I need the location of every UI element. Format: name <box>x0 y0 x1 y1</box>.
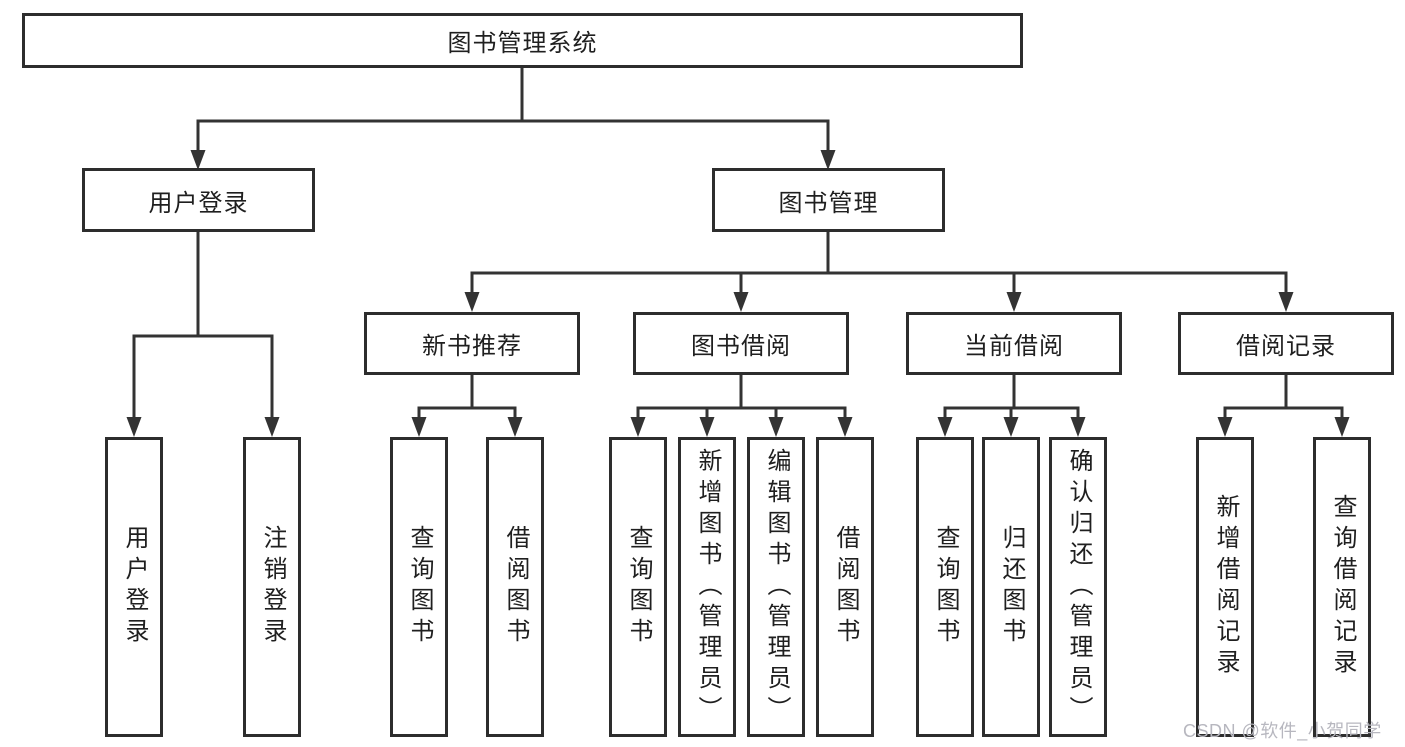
arrowhead <box>768 417 784 437</box>
node-borrow-records: 借阅记录 <box>1178 312 1394 375</box>
node-new-book-recommend: 新书推荐 <box>364 312 580 375</box>
arrowhead <box>1006 292 1022 312</box>
leaf-confirm-return: 确认归还（管理员） <box>1049 437 1107 737</box>
leaf-query-record: 查询借阅记录 <box>1313 437 1371 737</box>
arrowhead <box>1217 417 1233 437</box>
arrowhead <box>190 150 206 170</box>
leaf-borrow-add-book: 新增图书（管理员） <box>678 437 736 737</box>
connector-user-login-split <box>132 230 274 421</box>
arrowhead <box>1003 417 1019 437</box>
arrowhead <box>1278 292 1294 312</box>
connector-book-management-split <box>470 230 1288 296</box>
node-current-borrow: 当前借阅 <box>906 312 1122 375</box>
arrowhead <box>264 417 280 437</box>
arrowhead <box>699 417 715 437</box>
leaf-return-book-label: 归还图书 <box>998 525 1025 649</box>
node-user-login: 用户登录 <box>82 168 315 232</box>
leaf-logout-label: 注销登录 <box>259 525 286 649</box>
leaf-user-login: 用户登录 <box>105 437 163 737</box>
arrowhead <box>630 417 646 437</box>
leaf-add-record-label: 新增借阅记录 <box>1212 494 1239 680</box>
leaf-borrow-edit-book: 编辑图书（管理员） <box>747 437 805 737</box>
arrowhead <box>1334 417 1350 437</box>
node-user-login-label: 用户登录 <box>148 189 249 217</box>
csdn-watermark: CSDN @软件_小贺同学 <box>1183 721 1382 741</box>
arrowhead <box>937 417 953 437</box>
arrowhead <box>837 417 853 437</box>
leaf-add-record: 新增借阅记录 <box>1196 437 1254 737</box>
node-book-borrow-label: 图书借阅 <box>691 333 791 360</box>
leaf-borrow-book-label: 借阅图书 <box>832 525 859 649</box>
node-current-borrow-label: 当前借阅 <box>964 333 1064 360</box>
arrowhead <box>820 150 836 170</box>
leaf-query-record-label: 查询借阅记录 <box>1329 494 1356 680</box>
leaf-newbook-query-label: 查询图书 <box>406 525 433 649</box>
leaf-borrow-query: 查询图书 <box>609 437 667 737</box>
leaf-borrow-query-label: 查询图书 <box>625 525 652 649</box>
connector-book-borrow-split <box>636 373 847 421</box>
arrowhead <box>464 292 480 312</box>
connector-root-split <box>196 66 830 154</box>
arrowhead <box>411 417 427 437</box>
leaf-current-query: 查询图书 <box>916 437 974 737</box>
arrowhead <box>733 292 749 312</box>
node-new-book-recommend-label: 新书推荐 <box>422 333 522 360</box>
arrowhead <box>507 417 523 437</box>
leaf-return-book: 归还图书 <box>982 437 1040 737</box>
leaf-confirm-return-label: 确认归还（管理员） <box>1065 447 1092 727</box>
leaf-borrow-book: 借阅图书 <box>816 437 874 737</box>
node-book-borrow: 图书借阅 <box>633 312 849 375</box>
leaf-borrow-add-book-label: 新增图书（管理员） <box>694 447 721 727</box>
leaf-user-login-label: 用户登录 <box>121 525 148 649</box>
connector-current-borrow-split <box>943 373 1080 421</box>
leaf-current-query-label: 查询图书 <box>932 525 959 649</box>
connector-borrow-records-split <box>1223 373 1344 421</box>
node-book-management-label: 图书管理 <box>778 189 879 217</box>
node-root-label: 图书管理系统 <box>447 30 598 57</box>
leaf-newbook-borrow-label: 借阅图书 <box>502 525 529 649</box>
connector-new-book-split <box>417 373 517 421</box>
leaf-newbook-query: 查询图书 <box>390 437 448 737</box>
node-borrow-records-label: 借阅记录 <box>1236 333 1336 360</box>
arrowhead <box>126 417 142 437</box>
leaf-newbook-borrow: 借阅图书 <box>486 437 544 737</box>
arrowhead <box>1070 417 1086 437</box>
leaf-logout: 注销登录 <box>243 437 301 737</box>
node-book-management: 图书管理 <box>712 168 945 232</box>
node-root: 图书管理系统 <box>22 13 1023 68</box>
leaf-borrow-edit-book-label: 编辑图书（管理员） <box>763 447 790 727</box>
